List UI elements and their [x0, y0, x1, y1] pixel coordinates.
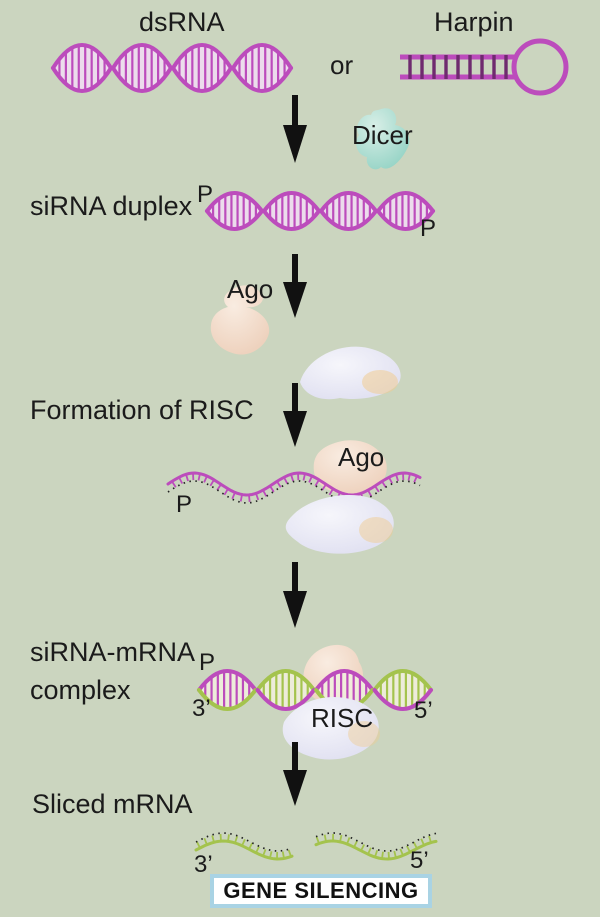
risc-label: RISC — [311, 703, 374, 733]
five-prime-label-1: 5’ — [414, 697, 433, 724]
three-prime-label-2: 3’ — [194, 851, 213, 878]
guide-strand-icon — [166, 471, 422, 504]
formation-risc-label: Formation of RISC — [30, 395, 254, 425]
sliced-mrna-label: Sliced mRNA — [32, 789, 193, 819]
down-arrow-icon — [283, 742, 307, 806]
sirna-duplex-label: siRNA duplex — [30, 191, 193, 221]
down-arrow-icon — [283, 383, 307, 447]
ago-protein-blob — [313, 440, 387, 495]
sirna-mrna-label-line1: siRNA-mRNA — [30, 637, 195, 667]
phosphate-label-2: P — [420, 215, 437, 242]
ago-protein-blob — [210, 285, 270, 355]
sirna-mrna-label-line2: complex — [30, 675, 131, 705]
risc-subunit-blob — [300, 346, 401, 400]
hairpin-rungs — [408, 55, 508, 79]
three-prime-label-1: 3’ — [192, 695, 211, 722]
phosphate-label-1: P — [197, 181, 214, 208]
sliced-mrna-strand-icon — [194, 832, 438, 861]
hairpin-structure-icon — [400, 38, 569, 96]
gene-silencing-box: GENE SILENCING — [210, 874, 432, 908]
ago-label-1: Ago — [227, 274, 274, 304]
dsrna-label: dsRNA — [139, 7, 225, 37]
risc-subunit-blob — [282, 696, 380, 760]
phosphate-label-3: P — [176, 491, 193, 518]
down-arrow-icon — [283, 254, 307, 318]
risc-subunit-blob — [285, 494, 394, 554]
dicer-enzyme-blob — [356, 108, 410, 170]
ago-label-2: Ago — [338, 442, 385, 472]
hairpin-label: Harpin — [434, 7, 514, 37]
gene-silencing-label: GENE SILENCING — [223, 878, 419, 903]
phosphate-label-4: P — [199, 649, 216, 676]
dsrna-helix-icon — [51, 43, 293, 93]
down-arrow-icon — [283, 562, 307, 628]
dicer-label: Dicer — [352, 120, 413, 150]
down-arrow-icon — [283, 95, 307, 163]
or-label: or — [330, 50, 354, 80]
sirna-duplex-helix-icon — [205, 191, 435, 231]
five-prime-label-2: 5’ — [410, 847, 429, 874]
